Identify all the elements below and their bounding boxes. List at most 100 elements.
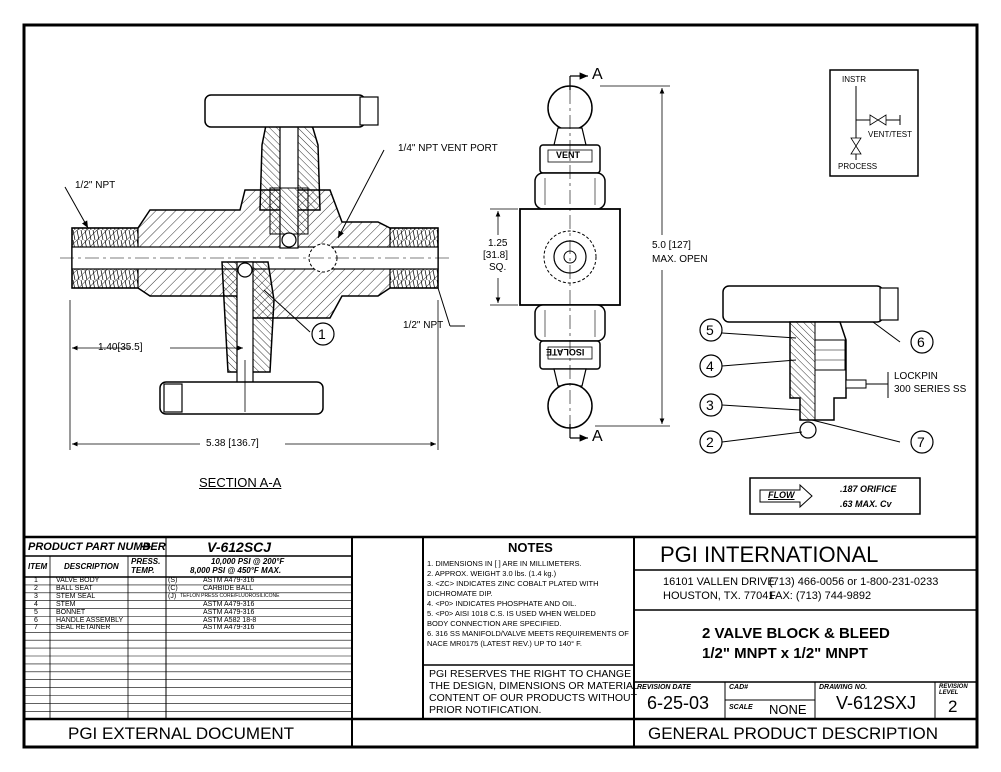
parts-table-lines bbox=[24, 584, 352, 712]
reserve-line: CONTENT OF OUR PRODUCTS WITHOUT bbox=[429, 692, 638, 704]
table-row-code: (S) bbox=[168, 577, 178, 584]
scale-value: NONE bbox=[769, 702, 807, 717]
schematic-process: PROCESS bbox=[838, 162, 878, 171]
callout-1: 1 bbox=[318, 326, 326, 342]
flow-box bbox=[749, 477, 921, 515]
scale-label: SCALE bbox=[729, 704, 753, 711]
address-line-2: HOUSTON, TX. 77041 bbox=[663, 590, 775, 602]
rating-2: 8,000 PSI @ 450°F MAX. bbox=[190, 566, 282, 575]
header-press: PRESS. bbox=[131, 557, 161, 566]
front-view bbox=[490, 72, 670, 442]
flow-cv: .63 MAX. Cv bbox=[840, 499, 892, 509]
header-temp: TEMP. bbox=[131, 566, 155, 575]
company-fax: FAX: (713) 744-9892 bbox=[769, 590, 872, 602]
revision-level-label-2: LEVEL bbox=[939, 690, 959, 696]
table-row-item: 4 bbox=[34, 600, 38, 608]
company-phone: (713) 466-0056 or 1-800-231-0233 bbox=[769, 576, 939, 588]
table-row-item: 2 bbox=[34, 584, 38, 592]
dim-125-line1: 1.25 bbox=[488, 238, 508, 249]
dim-538-label: 5.38 [136.7] bbox=[206, 438, 259, 449]
title-block-grid bbox=[24, 535, 977, 747]
table-row-item: 7 bbox=[34, 624, 38, 632]
table-row-description: STEM bbox=[56, 600, 76, 608]
table-row-material: ASTM A479-316 bbox=[203, 600, 255, 608]
notes-title: NOTES bbox=[508, 540, 553, 555]
table-row-item: 1 bbox=[34, 577, 38, 584]
dim-50-line1: 5.0 [127] bbox=[652, 240, 691, 251]
note-line: 1. DIMENSIONS IN [ ] ARE IN MILLIMETERS. bbox=[427, 559, 582, 568]
dim-125-line2: [31.8] bbox=[483, 250, 509, 261]
callout-5: 5 bbox=[706, 322, 714, 338]
note-line: BODY CONNECTION ARE SPECIFIED. bbox=[427, 619, 562, 628]
lockpin-line1: LOCKPIN bbox=[894, 371, 938, 382]
table-row-description: HANDLE ASSEMBLY bbox=[56, 616, 124, 624]
note-line: 6. 316 SS MANIFOLD/VALVE MEETS REQUIREME… bbox=[427, 629, 629, 638]
product-line-2: 1/2" MNPT x 1/2" MNPT bbox=[702, 645, 868, 662]
section-title: SECTION A-A bbox=[199, 475, 282, 490]
cad-label: CAD# bbox=[729, 684, 749, 691]
table-row-material: ASTM A582 18-8 bbox=[203, 616, 257, 624]
callout-6: 6 bbox=[917, 334, 925, 350]
table-row-description: SEAL RETAINER bbox=[56, 624, 111, 632]
section-view bbox=[60, 94, 465, 450]
reserve-line: THE DESIGN, DIMENSIONS OR MATERIAL bbox=[429, 680, 639, 692]
footer-left: PGI EXTERNAL DOCUMENT bbox=[68, 724, 295, 743]
vent-engraving: VENT bbox=[556, 150, 581, 160]
flow-orifice: .187 ORIFICE bbox=[840, 484, 897, 494]
note-line: 5. <P0> AISI 1018 C.S. IS USED WHEN WELD… bbox=[427, 609, 596, 618]
note-line: NACE MR0175 (LATEST REV.) UP TO 140° F. bbox=[427, 639, 583, 648]
address-line-1: 16101 VALLEN DRIVE bbox=[663, 576, 775, 588]
callout-7: 7 bbox=[917, 434, 925, 450]
dim-140-label: 1.40[35.5] bbox=[98, 342, 143, 353]
table-row-material: ASTM A479-316 bbox=[203, 577, 255, 584]
section-mark-top: A bbox=[592, 66, 603, 83]
npt-left-label: 1/2" NPT bbox=[75, 180, 116, 191]
drawing-number: V-612SXJ bbox=[836, 693, 917, 713]
table-row-item: 3 bbox=[34, 592, 38, 600]
table-row-description: VALVE BODY bbox=[56, 577, 100, 584]
revision-date-label: REVISION DATE bbox=[637, 684, 691, 691]
isolate-engraving: ISOLATE bbox=[546, 347, 585, 357]
drawing-no-label: DRAWING NO. bbox=[819, 684, 868, 691]
revision-level-label-1: REVISION bbox=[939, 684, 968, 690]
rating-1: 10,000 PSI @ 200°F bbox=[211, 557, 285, 566]
table-row-material: CARBIDE BALL bbox=[203, 584, 254, 592]
header-item: ITEM bbox=[28, 562, 48, 571]
note-line: 4. <P0> INDICATES PHOSPHATE AND OIL. bbox=[427, 599, 577, 608]
sheet-border bbox=[22, 23, 979, 749]
revision-date: 6-25-03 bbox=[647, 693, 710, 713]
company-name: PGI INTERNATIONAL bbox=[660, 542, 879, 567]
flow-label: FLOW bbox=[768, 490, 795, 500]
detail-view bbox=[699, 285, 934, 454]
callout-4: 4 bbox=[706, 358, 714, 374]
table-row-code: (C) bbox=[168, 584, 178, 592]
table-row-item: 6 bbox=[34, 616, 38, 624]
footer-right: GENERAL PRODUCT DESCRIPTION bbox=[648, 724, 938, 743]
product-part-number: V-612SCJ bbox=[207, 539, 272, 555]
table-row-material: ASTM A479-316 bbox=[203, 624, 255, 632]
section-mark-bottom: A bbox=[592, 428, 603, 445]
parts-table-arrow: ➔ bbox=[140, 538, 152, 554]
table-row-material: ASTM A479-316 bbox=[203, 608, 255, 616]
schematic-instr: INSTR bbox=[842, 75, 866, 84]
product-line-1: 2 VALVE BLOCK & BLEED bbox=[702, 625, 890, 642]
table-row-code: (J) bbox=[168, 592, 177, 600]
callout-2: 2 bbox=[706, 434, 714, 450]
table-row-material: TEFLON PRESS CORE/FLUOROSILICONE bbox=[180, 592, 280, 599]
vent-port-label: 1/4" NPT VENT PORT bbox=[398, 143, 498, 154]
table-row-description: BONNET bbox=[56, 608, 86, 616]
table-row-item: 5 bbox=[34, 608, 38, 616]
schematic-symbol bbox=[829, 69, 919, 177]
table-row-description: STEM SEAL bbox=[56, 592, 96, 600]
dim-125-line3: SQ. bbox=[489, 262, 507, 273]
note-line: 2. APPROX. WEIGHT 3.0 lbs. (1.4 kg.) bbox=[427, 569, 557, 578]
parts-table-title: PRODUCT PART NUMBER bbox=[28, 541, 166, 553]
schematic-vent-test: VENT/TEST bbox=[868, 130, 913, 139]
reserve-line: PRIOR NOTIFICATION. bbox=[429, 704, 542, 716]
table-row-description: BALL SEAT bbox=[56, 584, 93, 592]
reserve-line: PGI RESERVES THE RIGHT TO CHANGE bbox=[429, 668, 632, 680]
npt-right-label: 1/2" NPT bbox=[403, 320, 444, 331]
lockpin-line2: 300 SERIES SS bbox=[894, 384, 967, 395]
header-description: DESCRIPTION bbox=[64, 562, 119, 571]
